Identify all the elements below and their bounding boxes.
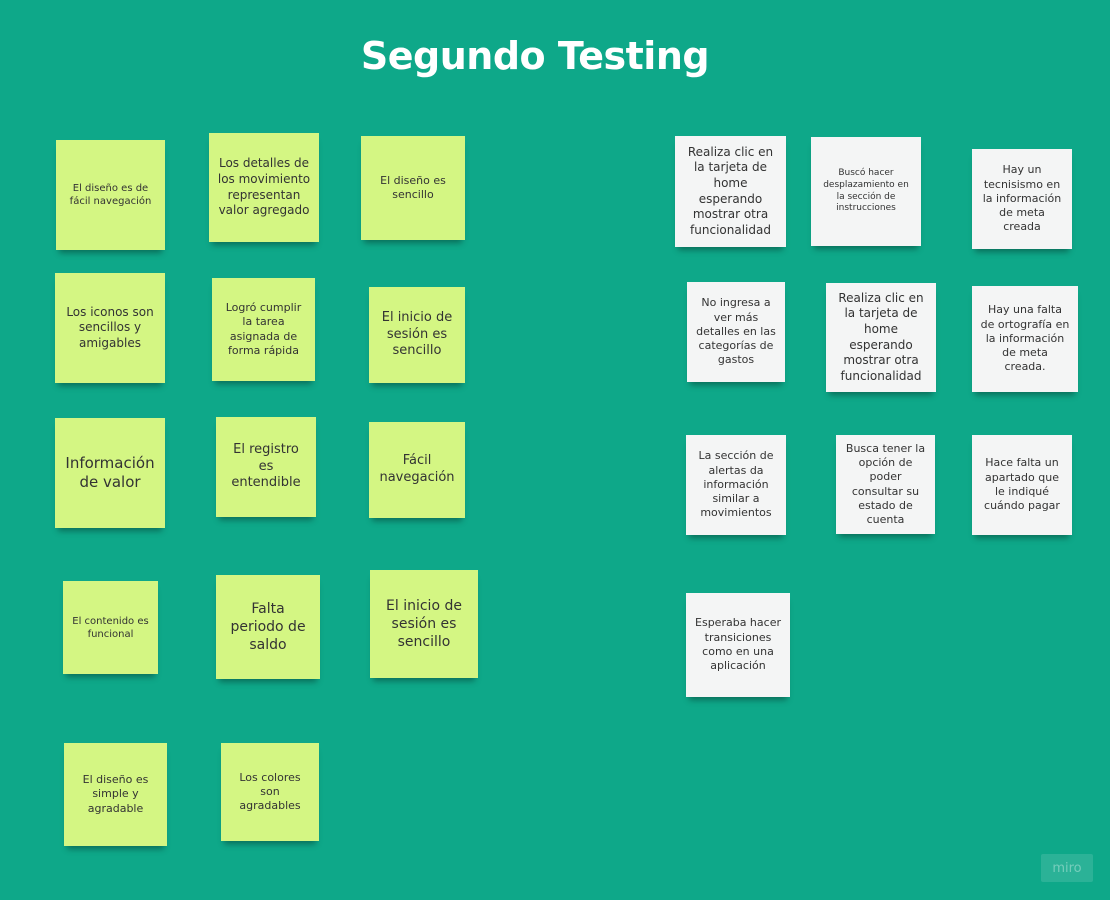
board-title: Segundo Testing [360,34,710,78]
sticky-note-yellow[interactable]: El registro es entendible [216,417,316,517]
sticky-note-yellow[interactable]: Los iconos son sencillos y amigables [55,273,165,383]
sticky-note-white[interactable]: Realiza clic en la tarjeta de home esper… [675,136,786,247]
sticky-note-yellow[interactable]: El inicio de sesión es sencillo [369,287,465,383]
sticky-note-white[interactable]: Hay una falta de ortografía en la inform… [972,286,1078,392]
sticky-note-yellow[interactable]: El diseño es de fácil navegación [56,140,165,250]
sticky-note-white[interactable]: Busca tener la opción de poder consultar… [836,435,935,534]
sticky-note-white[interactable]: Buscó hacer desplazamiento en la sección… [811,137,921,246]
sticky-note-white[interactable]: Esperaba hacer transiciones como en una … [686,593,790,697]
sticky-note-white[interactable]: Realiza clic en la tarjeta de home esper… [826,283,936,392]
sticky-note-yellow[interactable]: Información de valor [55,418,165,528]
sticky-note-yellow[interactable]: El diseño es sencillo [361,136,465,240]
sticky-note-white[interactable]: No ingresa a ver más detalles en las cat… [687,282,785,382]
sticky-note-white[interactable]: La sección de alertas da información sim… [686,435,786,535]
miro-logo: miro [1041,854,1093,882]
sticky-note-yellow[interactable]: Fácil navegación [369,422,465,518]
sticky-note-yellow[interactable]: Falta periodo de saldo [216,575,320,679]
sticky-note-yellow[interactable]: Logró cumplir la tarea asignada de forma… [212,278,315,381]
sticky-note-yellow[interactable]: El contenido es funcional [63,581,158,674]
sticky-note-yellow[interactable]: Los detalles de los movimiento represent… [209,133,319,242]
sticky-note-white[interactable]: Hace falta un apartado que le indiqué cu… [972,435,1072,535]
sticky-note-white[interactable]: Hay un tecnisismo en la información de m… [972,149,1072,249]
sticky-note-yellow[interactable]: Los colores son agradables [221,743,319,841]
sticky-note-yellow[interactable]: El diseño es simple y agradable [64,743,167,846]
sticky-note-yellow[interactable]: El inicio de sesión es sencillo [370,570,478,678]
